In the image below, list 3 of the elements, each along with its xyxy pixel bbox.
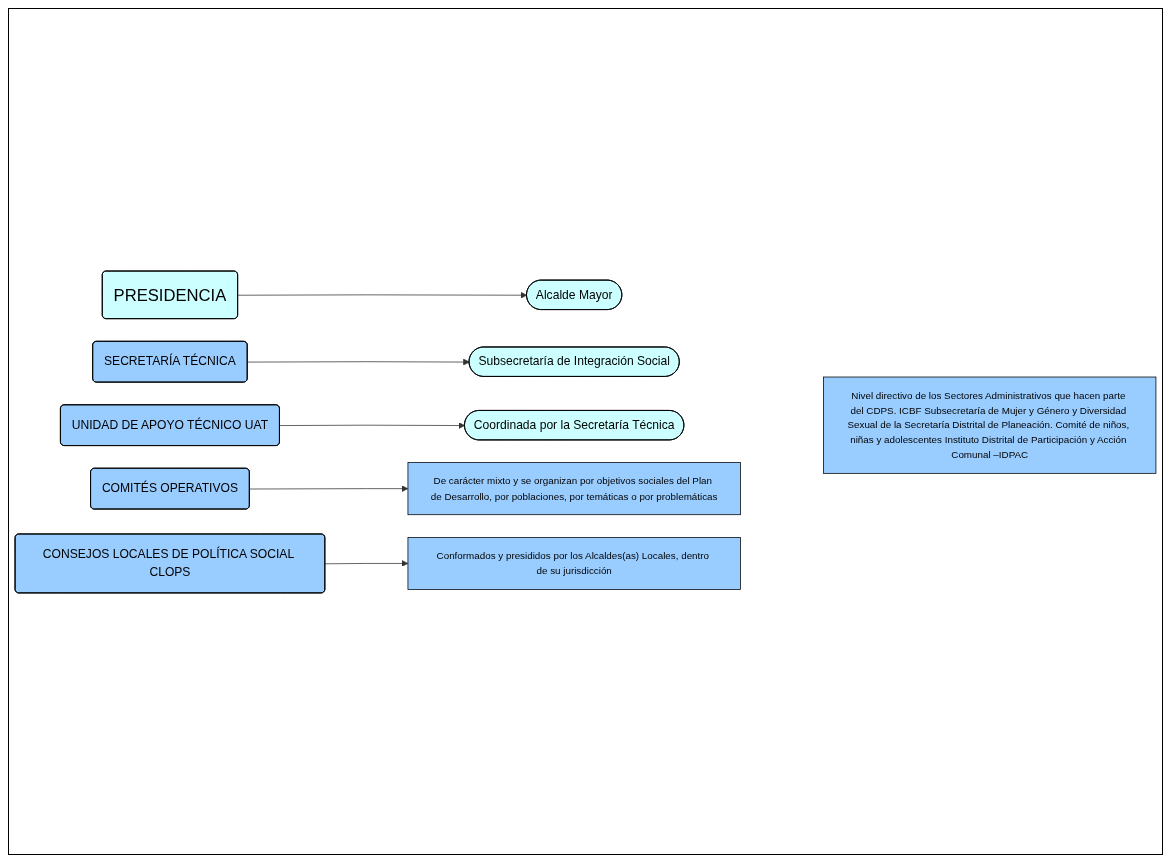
- node-box: Nivel directivo de los Sectores Administrativos que hacen parte del CDPS. ICBF Subsecretaría de Mujer y Género y Diversidad Sexual de la Secretaría Distrital de Planeación. Comité de niños, niñas y adolescentes Instituto Distrital de Participación y Acción Comunal –IDPAC: [823, 376, 1157, 474]
- node-box: De carácter mixto y se organizan por objetivos sociales del Plan de Desarrollo, por poblaciones, por temáticas o por problemáticas: [407, 461, 741, 515]
- node-box: Conformados y presididos por los Alcaldes(as) Locales, dentro de su jurisdicción: [407, 536, 741, 590]
